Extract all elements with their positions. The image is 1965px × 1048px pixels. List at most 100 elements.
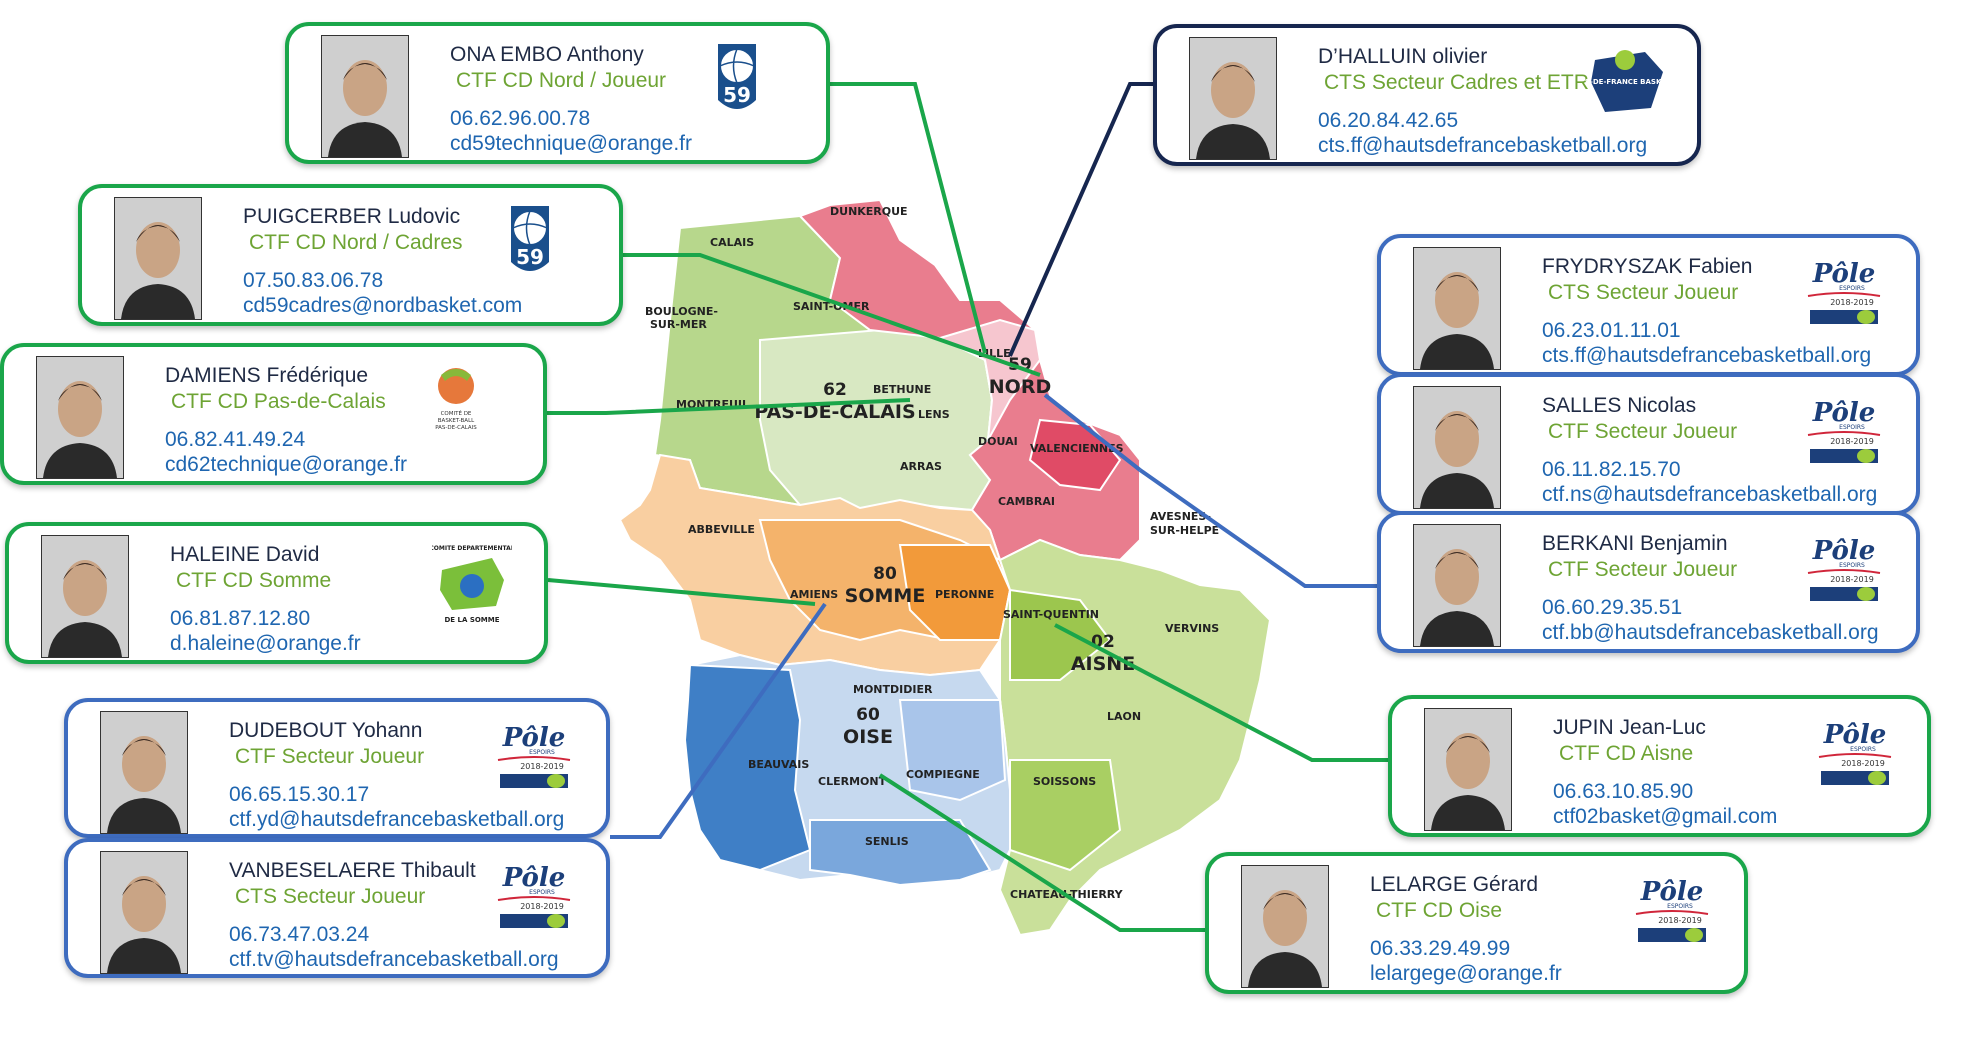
connector-fryd [1043, 393, 1142, 472]
contact-card-salles: SALLES Nicolas CTF Secteur Joueur 06.11.… [1377, 373, 1920, 515]
pole-espoirs-logo: Pôle ESPOIRS 2018-2019 [494, 856, 574, 934]
cd80-logo: COMITE DEPARTEMENTAL DE LA SOMME [429, 545, 514, 624]
contact-name: DUDEBOUT Yohann [229, 719, 423, 742]
contact-phone[interactable]: 06.33.29.49.99 [1370, 937, 1511, 960]
city-label: AVESNES- [1150, 510, 1211, 523]
connector-berkani [1138, 468, 1385, 588]
contact-role: CTF CD Somme [176, 569, 332, 592]
dept-name-label: SOMME [845, 585, 926, 607]
svg-text:ESPOIRS: ESPOIRS [1667, 903, 1693, 910]
portrait-image [1425, 709, 1511, 830]
connector-dudebout [610, 602, 827, 839]
portrait-image [42, 536, 128, 657]
contact-phone[interactable]: 06.62.96.00.78 [450, 107, 591, 130]
city-label: AMIENS [790, 588, 838, 601]
svg-text:ESPOIRS: ESPOIRS [1839, 562, 1865, 569]
contact-email[interactable]: cts.ff@hautsdefrancebasketball.org [1318, 134, 1648, 157]
connector-jupin [1054, 623, 1388, 762]
portrait-image [1190, 38, 1276, 159]
contact-role: CTF CD Nord / Joueur [456, 69, 667, 92]
portrait-image [101, 852, 187, 973]
portrait-image [37, 357, 123, 478]
city-label: BOULOGNE- [645, 305, 718, 318]
city-label: CALAIS [710, 236, 754, 249]
contact-email[interactable]: cd59cadres@nordbasket.com [243, 294, 523, 317]
contact-role: CTF CD Pas-de-Calais [171, 390, 386, 413]
city-label: COMPIEGNE [906, 768, 980, 781]
city-label: VERVINS [1165, 622, 1219, 635]
connector-ona [830, 82, 987, 354]
portrait-image [101, 712, 187, 833]
portrait-photo [1241, 865, 1329, 988]
city-label: DUNKERQUE [830, 205, 908, 218]
organization-logo: Pôle ESPOIRS 2018-2019 [1804, 529, 1888, 607]
contact-email[interactable]: ctf.ns@hautsdefrancebasketball.org [1542, 483, 1878, 506]
city-label: SAINT-QUENTIN [1003, 608, 1099, 621]
contact-role: CTS Secteur Cadres et ETR [1324, 71, 1589, 94]
contact-name: ONA EMBO Anthony [450, 43, 644, 66]
portrait-photo [1413, 247, 1501, 370]
contact-name: LELARGE Gérard [1370, 873, 1539, 896]
city-label: MONTDIDIER [853, 683, 933, 696]
contact-phone[interactable]: 06.20.84.42.65 [1318, 109, 1459, 132]
contact-phone[interactable]: 06.82.41.49.24 [165, 428, 306, 451]
svg-text:2018-2019: 2018-2019 [520, 762, 564, 771]
contact-role: CTF Secteur Joueur [1548, 558, 1738, 581]
contact-email[interactable]: d.haleine@orange.fr [170, 632, 361, 655]
contact-email[interactable]: ctf.bb@hautsdefrancebasketball.org [1542, 621, 1879, 644]
contact-card-vanbes: VANBESELAERE Thibault CTS Secteur Joueur… [64, 838, 610, 978]
city-label: BEAUVAIS [748, 758, 809, 771]
contact-phone[interactable]: 06.23.01.11.01 [1542, 319, 1681, 342]
svg-text:Pôle: Pôle [1823, 720, 1887, 750]
contact-phone[interactable]: 06.81.87.12.80 [170, 607, 311, 630]
contact-email[interactable]: ctf.tv@hautsdefrancebasketball.org [229, 948, 559, 971]
portrait-photo [100, 711, 188, 834]
city-label: LENS [918, 408, 950, 421]
contact-name: VANBESELAERE Thibault [229, 859, 476, 882]
dept-code-label: 80 [873, 564, 897, 584]
dept-code-label: 60 [856, 705, 880, 725]
svg-text:ESPOIRS: ESPOIRS [1839, 285, 1865, 292]
organization-logo: Pôle ESPOIRS 2018-2019 [1804, 391, 1888, 469]
contact-phone[interactable]: 06.73.47.03.24 [229, 923, 370, 946]
dept-code-label: 62 [823, 380, 847, 400]
portrait-photo [100, 851, 188, 974]
contact-email[interactable]: cd59technique@orange.fr [450, 132, 692, 155]
city-label: VALENCIENNES [1030, 442, 1124, 455]
organization-logo: 59 [714, 40, 798, 118]
svg-text:2018-2019: 2018-2019 [1830, 437, 1874, 446]
contact-phone[interactable]: 06.65.15.30.17 [229, 783, 370, 806]
contact-phone[interactable]: 06.63.10.85.90 [1553, 780, 1694, 803]
svg-text:BASKET-BALL: BASKET-BALL [438, 418, 475, 424]
contact-email[interactable]: ctf.yd@hautsdefrancebasketball.org [229, 808, 565, 831]
portrait-image [1414, 248, 1500, 369]
league-logo: HAUTS-DE-FRANCE BASKETBALL [1563, 50, 1691, 112]
organization-logo: Pôle ESPOIRS 2018-2019 [1804, 252, 1888, 330]
svg-text:2018-2019: 2018-2019 [1830, 298, 1874, 307]
cd59-logo: 59 [718, 44, 756, 109]
city-label: DOUAI [978, 435, 1018, 448]
city-label: PERONNE [935, 588, 994, 601]
contact-card-jupin: JUPIN Jean-Luc CTF CD Aisne 06.63.10.85.… [1388, 695, 1931, 837]
contact-card-dhalluin: D’HALLUIN olivier CTS Secteur Cadres et … [1153, 24, 1701, 166]
contact-phone[interactable]: 06.60.29.35.51 [1542, 596, 1683, 619]
contact-email[interactable]: lelargege@orange.fr [1370, 962, 1562, 985]
contact-role: CTF Secteur Joueur [1548, 420, 1738, 443]
portrait-photo [36, 356, 124, 479]
contact-phone[interactable]: 06.11.82.15.70 [1542, 458, 1681, 481]
organization-logo: Pôle ESPOIRS 2018-2019 [494, 856, 578, 934]
contact-role: CTS Secteur Joueur [1548, 281, 1739, 304]
svg-text:Pôle: Pôle [502, 723, 566, 753]
contact-email[interactable]: ctf02basket@gmail.com [1553, 805, 1778, 828]
svg-text:ESPOIRS: ESPOIRS [529, 749, 555, 756]
contact-email[interactable]: cd62technique@orange.fr [165, 453, 407, 476]
city-label: BETHUNE [873, 383, 931, 396]
city-label: SUR-HELPE [1150, 524, 1219, 537]
svg-text:COMITE DEPARTEMENTAL: COMITE DEPARTEMENTAL [432, 545, 512, 552]
svg-text:Pôle: Pôle [1812, 398, 1876, 428]
svg-text:Pôle: Pôle [1812, 536, 1876, 566]
contact-phone[interactable]: 07.50.83.06.78 [243, 269, 384, 292]
contact-email[interactable]: cts.ff@hautsdefrancebasketball.org [1542, 344, 1872, 367]
connector-haleine [547, 578, 816, 606]
